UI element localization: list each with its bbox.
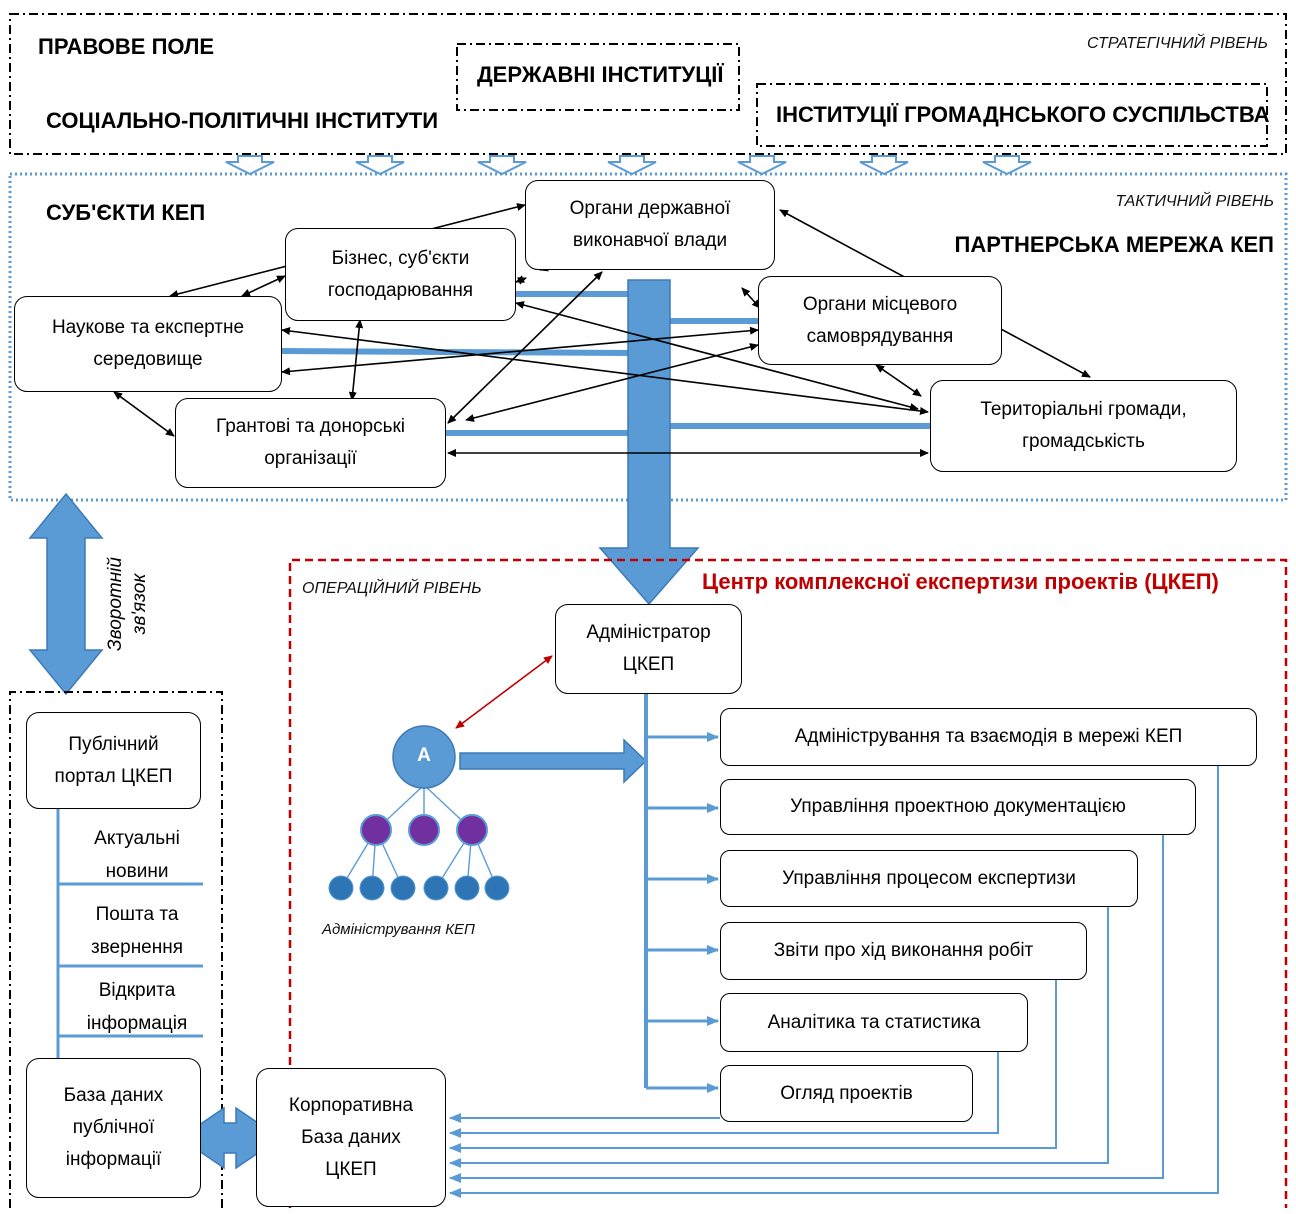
strategic-level-frame [9,13,1287,155]
module-admin-interaction: Адміністрування та взаємодія в мережі КЕ… [720,708,1257,766]
state-institutions-frame [456,43,740,111]
public-db-box: База даних публічної інформації [26,1058,201,1198]
socio-political-label: СОЦІАЛЬНО-ПОЛІТИЧНІ ІНСТИТУТИ [46,108,439,133]
operational-level-frame [288,558,1288,1208]
feedback-label-line1: Зворотній [105,557,126,651]
node-communities: Територіальні громади, громадськість [930,380,1237,472]
module-branch-arrows [646,732,719,1093]
public-portal-box: Публічний портал ЦКЕП [26,712,201,809]
feedback-label-line2: зв'язок [129,573,150,635]
tactical-level-tag: ТАКТИЧНИЙ РІВЕНЬ [1115,193,1274,210]
portal-item-news: Актуальні новини [94,828,180,882]
feedback-label-text: Зворотній зв'язок [104,534,152,674]
state-institutions-label: ДЕРЖАВНІ ІНСТИТУЦІЇ [477,62,724,87]
strategic-to-tactical-arrows [225,155,1032,176]
feedback-double-arrow [28,492,104,696]
module-project-docs: Управління проектною документацією [720,779,1196,835]
portal-item-open-info: Відкрита інформація [86,980,188,1034]
admin-to-modules-arrow [459,738,648,784]
legal-field-label: ПРАВОВЕ ПОЛЕ [38,34,215,59]
admin-node-letter: А [417,745,431,766]
portal-tree-lines [56,808,203,1058]
subjects-title: СУБ'ЄКТИ КЕП [46,200,206,225]
node-business: Бізнес, суб'єкти господарювання [285,228,516,321]
corporate-db: Корпоративна База даних ЦКЕП [256,1068,446,1207]
node-executive: Органи державної виконавчої влади [525,180,775,270]
admin-link-arrow [455,655,553,729]
admin-leaf-nodes [328,875,510,901]
admin-middle-nodes [360,814,488,846]
node-science: Наукове та експертне середовище [14,296,282,392]
center-title: Центр комплексної експертизи проектів (Ц… [702,569,1219,594]
strategic-level-tag: СТРАТЕГІЧНИЙ РІВЕНЬ [1087,35,1268,52]
operational-level-tag: ОПЕРАЦІЙНИЙ РІВЕНЬ [302,580,482,597]
feedback-label: Зворотній зв'язок [104,534,162,674]
portal-frame [9,691,223,1208]
module-analytics: Аналітика та статистика [720,993,1028,1052]
civil-society-label: ІНСТИТУЦІЇ ГРОМАДНСЬКОГО СУСПІЛЬСТВА [776,102,1270,127]
admin-box: Адміністратор ЦКЕП [555,604,742,694]
portal-item-mail: Пошта та звернення [90,904,184,958]
admin-caption: Адміністрування КЕП [322,921,475,938]
module-progress-reports: Звіти про хід виконання робіт [720,922,1087,980]
module-project-review: Огляд проектів [720,1065,973,1122]
node-local-gov: Органи місцевого самоврядування [758,276,1002,365]
civil-society-frame [756,83,1268,147]
module-expertise-process: Управління процесом експертизи [720,850,1138,907]
network-title: ПАРТНЕРСЬКА МЕРЕЖА КЕП [954,232,1274,257]
admin-root-node [392,725,456,789]
module-return-arrows [449,766,1219,1198]
node-grants: Грантові та донорські організації [175,398,446,488]
